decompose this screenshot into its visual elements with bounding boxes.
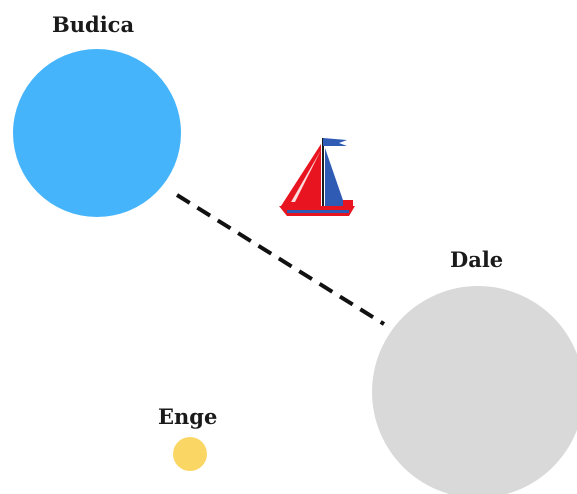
sailboat-icon [279,138,355,216]
planet-budica-label: Budica [52,12,135,37]
blue-sail [325,148,345,206]
planet-enge-circle [173,437,207,471]
red-sail [281,144,321,206]
planet-dale-circle [372,286,577,494]
planet-enge-label: Enge [158,404,218,429]
flag-icon [323,138,347,146]
planet-budica-circle [13,49,181,217]
planet-dale-label: Dale [450,247,504,272]
